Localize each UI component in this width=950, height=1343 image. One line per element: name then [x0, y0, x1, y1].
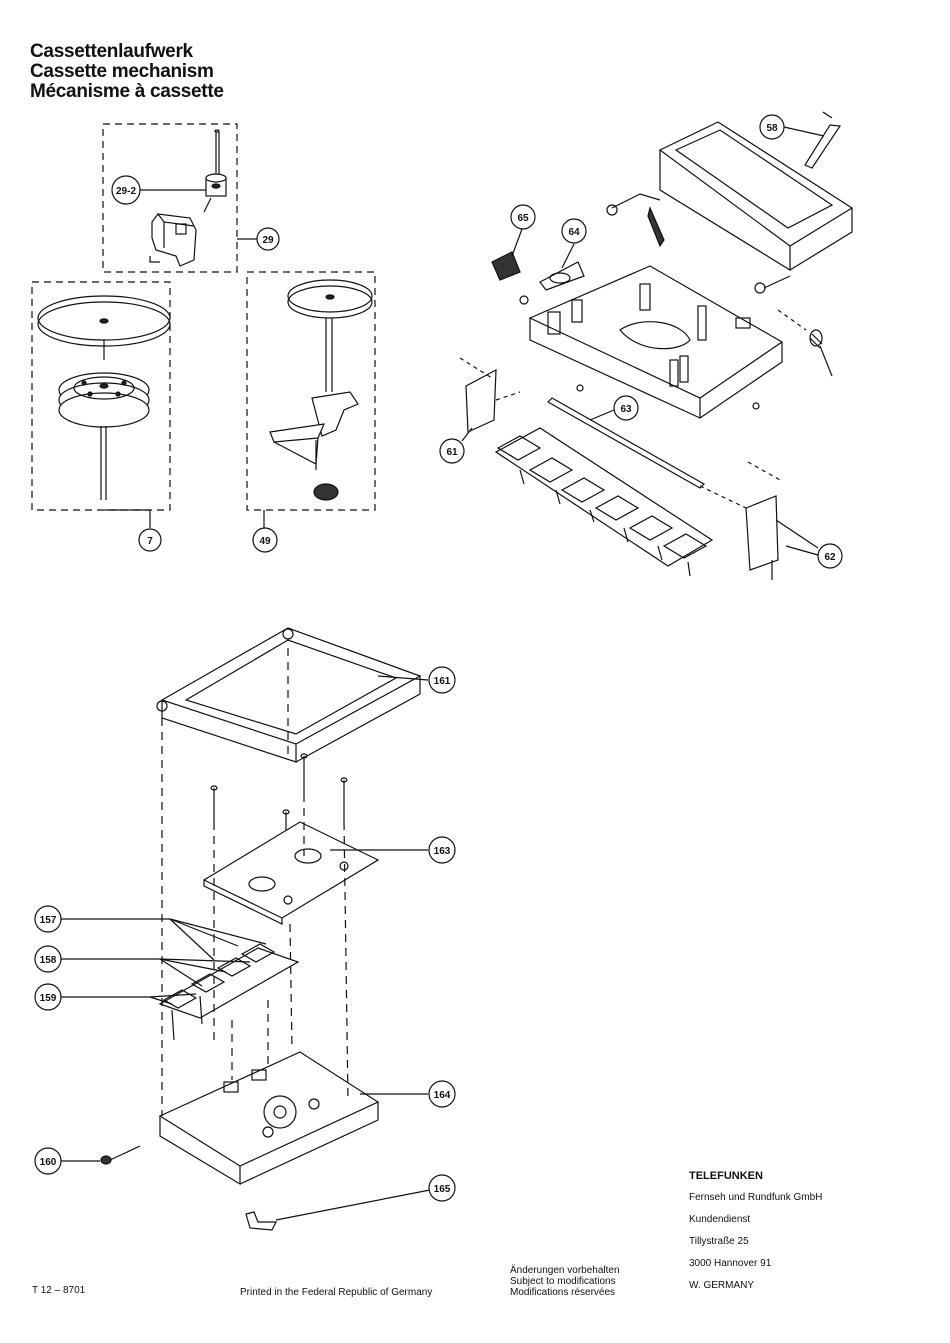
callout-62: 62 — [785, 543, 843, 569]
callout-161: 161 — [377, 666, 456, 694]
svg-text:165: 165 — [434, 1184, 451, 1195]
title-english: Cassette mechanism — [30, 61, 214, 82]
modifications-en: Subject to modifications — [510, 1276, 616, 1287]
company-address: TELEFUNKEN Fernseh und Rundfunk GmbH Kun… — [689, 1170, 822, 1302]
cassette-holder-upper — [606, 111, 854, 294]
svg-text:58: 58 — [766, 123, 778, 134]
callout-158: 158 — [34, 945, 251, 987]
document-number: T 12 – 8701 — [32, 1285, 86, 1296]
chassis-164 — [158, 1051, 380, 1186]
callout-63: 63 — [589, 395, 639, 421]
modifications-de: Änderungen vorbehalten — [510, 1265, 620, 1276]
lever-165 — [245, 1211, 277, 1231]
callout-29-2: 29-2 — [111, 175, 206, 205]
callout-29: 29 — [256, 227, 280, 251]
svg-text:64: 64 — [568, 227, 580, 238]
svg-text:61: 61 — [446, 447, 458, 458]
page-title: Cassettenlaufwerk Cassette mechanism Méc… — [30, 42, 224, 102]
box-29-assembly — [102, 123, 257, 273]
svg-text:159: 159 — [40, 993, 57, 1004]
key-set — [158, 943, 300, 1041]
head-bracket-right — [745, 461, 819, 580]
modifications-note: Änderungen vorbehalten Subject to modifi… — [510, 1265, 620, 1298]
callout-65: 65 — [510, 204, 536, 257]
svg-text:29-2: 29-2 — [116, 186, 136, 197]
key-assembly — [494, 427, 714, 577]
svg-text:160: 160 — [40, 1157, 57, 1168]
spring-piece — [777, 309, 833, 377]
alignment-lines — [161, 648, 349, 1116]
svg-text:49: 49 — [259, 536, 271, 547]
callout-163: 163 — [330, 836, 456, 864]
drive-chassis — [491, 251, 784, 419]
company-line-4: 3000 Hannover 91 — [689, 1258, 772, 1269]
callout-7: 7 — [138, 528, 162, 552]
head-bracket-left — [459, 357, 521, 433]
company-line-3: Tillystraße 25 — [689, 1236, 749, 1247]
company-name: TELEFUNKEN — [689, 1170, 763, 1182]
svg-text:63: 63 — [620, 404, 632, 415]
svg-text:157: 157 — [40, 915, 57, 926]
callout-159: 159 — [34, 983, 197, 1011]
company-line-1: Fernseh und Rundfunk GmbH — [689, 1192, 823, 1203]
callout-58: 58 — [759, 114, 825, 140]
callout-49: 49 — [252, 527, 278, 553]
svg-text:163: 163 — [434, 846, 451, 857]
svg-text:158: 158 — [40, 955, 57, 966]
callout-61: 61 — [439, 427, 473, 464]
callout-164: 164 — [360, 1080, 456, 1108]
modifications-fr: Modifications réservées — [510, 1287, 616, 1298]
svg-text:65: 65 — [517, 213, 529, 224]
svg-text:29: 29 — [262, 235, 274, 246]
callout-64: 64 — [561, 218, 587, 269]
svg-text:62: 62 — [824, 552, 836, 563]
callout-160: 160 — [34, 1147, 100, 1175]
title-french: Mécanisme à cassette — [30, 81, 224, 102]
callout-165: 165 — [275, 1174, 456, 1221]
callout-157: 157 — [34, 905, 267, 961]
box-7-assembly — [31, 281, 171, 528]
title-german: Cassettenlaufwerk — [30, 41, 193, 62]
printed-note: Printed in the Federal Republic of Germa… — [240, 1287, 433, 1298]
box-49-assembly — [246, 271, 376, 528]
plate-163 — [202, 821, 380, 925]
company-line-5: W. GERMANY — [689, 1280, 755, 1291]
svg-text:164: 164 — [434, 1090, 451, 1101]
svg-text:7: 7 — [147, 536, 153, 547]
holder-161 — [156, 627, 422, 763]
rod-63 — [547, 397, 747, 509]
svg-text:161: 161 — [434, 676, 451, 687]
company-line-2: Kundendienst — [689, 1214, 751, 1225]
spring-160 — [100, 1145, 141, 1165]
